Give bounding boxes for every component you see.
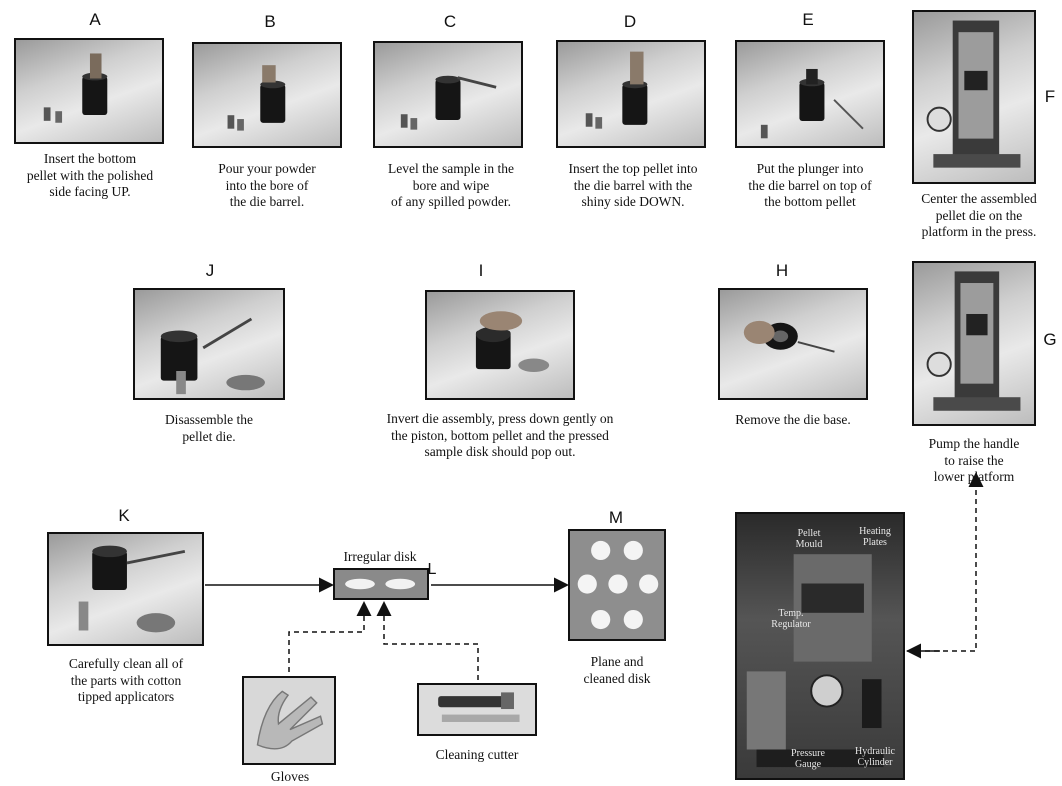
step-g-photo [912, 261, 1036, 426]
gloves-photo [242, 676, 336, 765]
step-l-title: Irregular disk [343, 549, 417, 564]
step-f-letter: F [1044, 87, 1056, 106]
step-e-letter: E [802, 10, 814, 29]
step-m-photo [568, 529, 666, 641]
step-f-caption: Center the assembled pellet die on the p… [921, 191, 1037, 239]
step-b-photo [192, 42, 342, 148]
step-l-letter: L [427, 561, 437, 578]
step-c-photo [373, 41, 523, 148]
step-h-letter: H [775, 261, 789, 280]
cutter-label: Cleaning cutter [435, 747, 519, 762]
press-photo [735, 512, 905, 780]
step-g-caption: Pump the handle to raise the lower platf… [928, 436, 1020, 484]
temp-regulator-label: Temp. Regulator [771, 608, 811, 630]
step-j-letter: J [205, 261, 215, 280]
step-g-letter: G [1043, 330, 1057, 349]
pellet-mould-label: Pellet Mould [795, 528, 823, 550]
step-h-caption: Remove the die base. [735, 412, 851, 427]
step-c-caption: Level the sample in the bore and wipe of… [388, 161, 514, 209]
step-l-photo [333, 568, 429, 600]
step-k-photo [47, 532, 204, 646]
arrow-cutter-to-l [376, 601, 479, 680]
step-b-letter: B [264, 12, 276, 31]
step-a-letter: A [89, 10, 101, 29]
step-j-caption: Disassemble the pellet die. [164, 412, 254, 444]
step-k-letter: K [118, 506, 130, 525]
step-i-letter: I [478, 261, 484, 280]
step-e-caption: Put the plunger into the die barrel on t… [748, 161, 872, 209]
step-d-letter: D [623, 12, 637, 31]
step-k-caption: Carefully clean all of the parts with co… [68, 656, 184, 704]
step-d-caption: Insert the top pellet into the die barre… [568, 161, 698, 209]
gloves-label: Gloves [270, 769, 310, 784]
step-d-photo [556, 40, 706, 148]
step-a-caption: Insert the bottom pellet with the polish… [26, 151, 154, 199]
step-i-photo [425, 290, 575, 400]
step-f-photo [912, 10, 1036, 184]
pressure-gauge-label: Pressure Gauge [791, 748, 825, 770]
heating-plates-label: Heating Plates [859, 526, 891, 548]
step-i-caption: Invert die assembly, press down gently o… [386, 411, 614, 459]
step-m-letter: M [608, 508, 624, 527]
arrow-gloves-to-l [288, 601, 372, 672]
hydraulic-cylinder-label: Hydraulic Cylinder [855, 746, 895, 768]
step-b-caption: Pour your powder into the bore of the di… [218, 161, 316, 209]
step-c-letter: C [443, 12, 457, 31]
step-m-caption: Plane and cleaned disk [583, 654, 651, 686]
step-h-photo [718, 288, 868, 400]
step-j-photo [133, 288, 285, 400]
cutter-photo [417, 683, 537, 736]
step-e-photo [735, 40, 885, 148]
step-a-photo [14, 38, 164, 144]
arrow-press-to-g [907, 472, 984, 652]
